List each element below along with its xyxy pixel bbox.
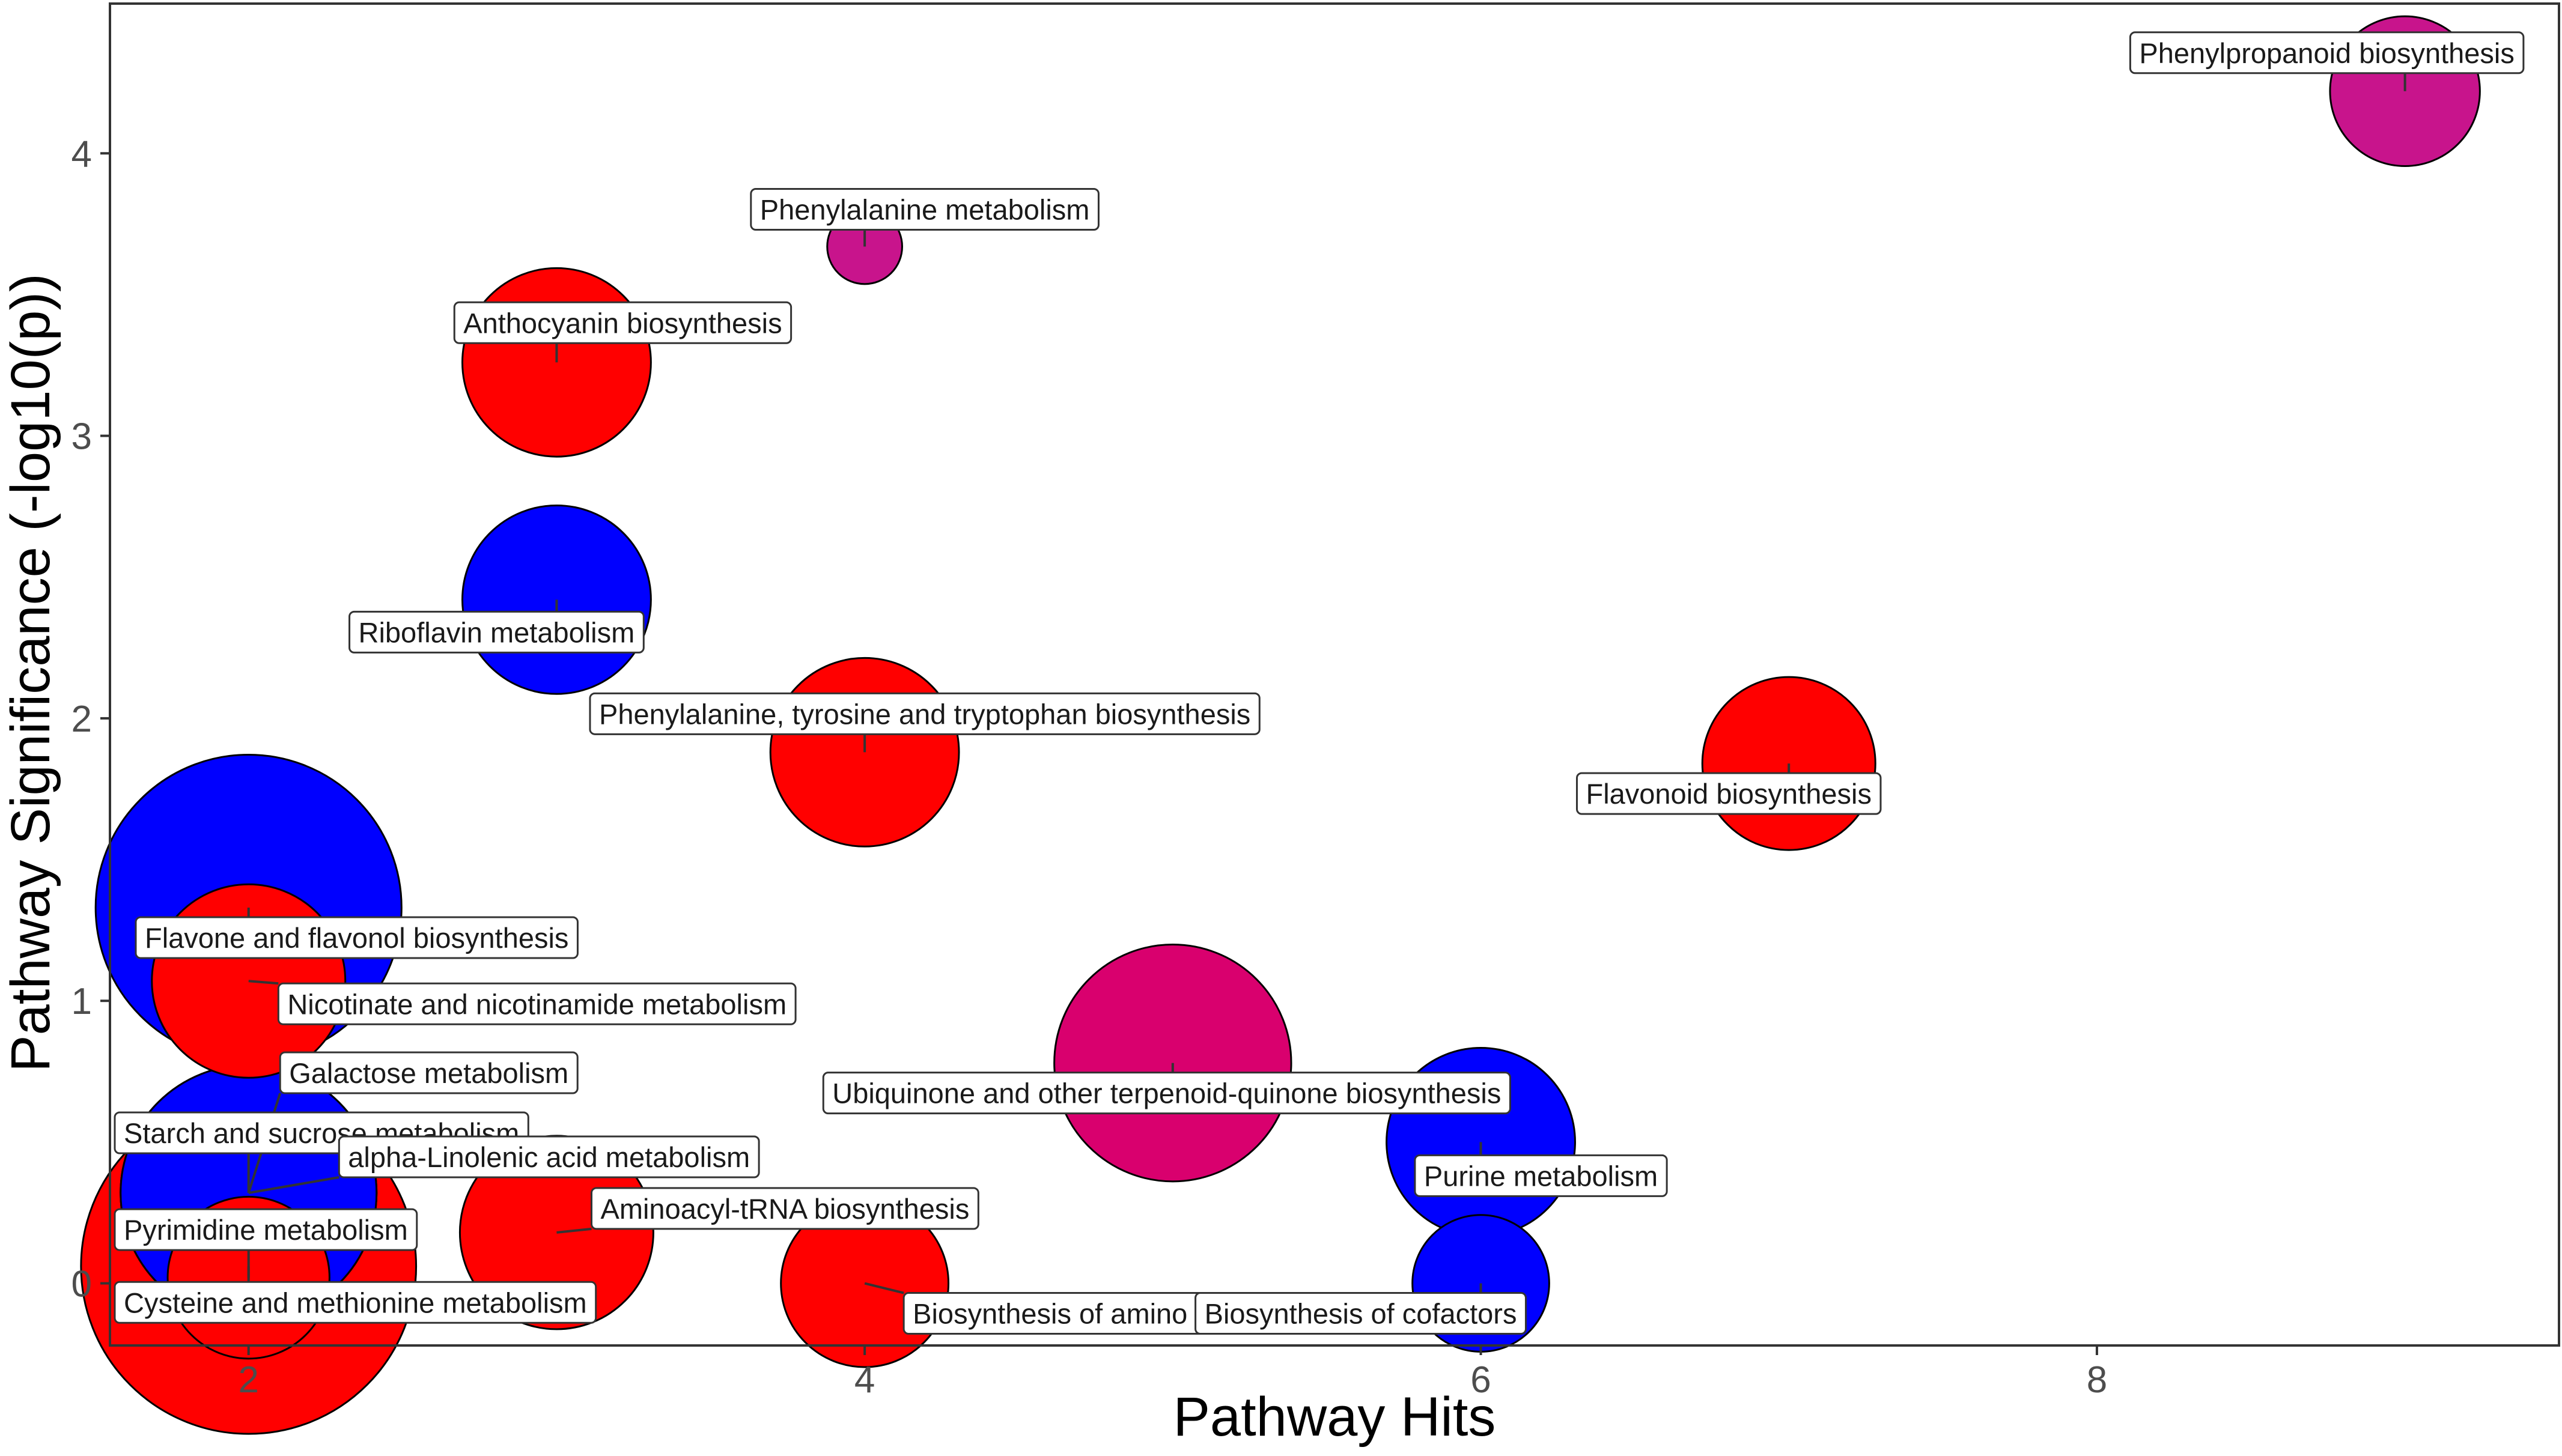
x-axis-title: Pathway Hits bbox=[1173, 1386, 1496, 1448]
callout-label: Flavonoid biosynthesis bbox=[1586, 778, 1872, 810]
callout-box bbox=[590, 1187, 979, 1230]
callout-galactose-metabolism: Galactose metabolism bbox=[279, 1051, 579, 1094]
y-tick-label: 0 bbox=[72, 1264, 92, 1305]
callout-box bbox=[277, 982, 797, 1025]
y-tick-label: 2 bbox=[72, 699, 92, 740]
callout-biosynthesis-of-cofactors: Biosynthesis of cofactors bbox=[1194, 1292, 1527, 1335]
callout-cysteine-and-methionine-metabolism: Cysteine and methionine metabolism bbox=[114, 1281, 597, 1324]
callout-box bbox=[589, 692, 1261, 735]
callout-box bbox=[1194, 1292, 1527, 1335]
callout-label: alpha-Linolenic acid metabolism bbox=[348, 1141, 750, 1173]
y-tick-label: 4 bbox=[72, 133, 92, 175]
callout-label: Anthocyanin biosynthesis bbox=[463, 307, 782, 339]
callout-box bbox=[338, 1135, 760, 1178]
callouts-layer: Phenylpropanoid biosynthesisPhenylalanin… bbox=[114, 31, 2525, 1335]
leader-line-biosynthesis-of-amino-acids bbox=[864, 1282, 904, 1294]
callout-flavonoid-biosynthesis: Flavonoid biosynthesis bbox=[1575, 772, 1882, 815]
y-tick-label: 3 bbox=[72, 416, 92, 458]
callout-label: Aminoacyl-tRNA biosynthesis bbox=[600, 1193, 969, 1225]
callout-phenylalanine-tyrosine-and-tryptophan-biosynthesis: Phenylalanine, tyrosine and tryptophan b… bbox=[589, 692, 1261, 735]
callout-box bbox=[1414, 1154, 1668, 1197]
callout-label: Riboflavin metabolism bbox=[359, 616, 635, 648]
callout-box bbox=[453, 301, 793, 344]
callout-box bbox=[114, 1281, 597, 1324]
callout-box bbox=[135, 916, 579, 959]
callout-box bbox=[750, 187, 1100, 231]
callout-purine-metabolism: Purine metabolism bbox=[1414, 1154, 1668, 1197]
x-tick-label: 2 bbox=[238, 1359, 258, 1401]
plot-panel-border bbox=[109, 2, 2560, 1347]
callout-box bbox=[2129, 31, 2525, 74]
callout-alpha-linolenic-acid-metabolism: alpha-Linolenic acid metabolism bbox=[338, 1135, 760, 1178]
leader-line-nicotinate-and-nicotinamide-metabolism bbox=[248, 980, 279, 985]
callout-aminoacyl-trna-biosynthesis: Aminoacyl-tRNA biosynthesis bbox=[590, 1187, 979, 1230]
callout-label: Galactose metabolism bbox=[289, 1057, 568, 1089]
callout-label: Purine metabolism bbox=[1424, 1160, 1658, 1192]
callout-ubiquinone-and-other-terpenoid-quinone-biosynthesis: Ubiquinone and other terpenoid-quinone b… bbox=[822, 1072, 1511, 1115]
callout-anthocyanin-biosynthesis: Anthocyanin biosynthesis bbox=[453, 301, 793, 344]
x-tick-label: 6 bbox=[1470, 1359, 1491, 1401]
leader-lines-layer bbox=[247, 73, 2406, 1294]
callout-label: Phenylpropanoid biosynthesis bbox=[2139, 37, 2514, 69]
callout-label: Pyrimidine metabolism bbox=[124, 1214, 408, 1246]
x-tick-label: 8 bbox=[2087, 1359, 2107, 1401]
callout-label: Biosynthesis of cofactors bbox=[1205, 1298, 1517, 1330]
callout-label: Cysteine and methionine metabolism bbox=[124, 1287, 587, 1318]
y-axis-title: Pathway Significance (-log10(p)) bbox=[0, 273, 61, 1072]
callout-box bbox=[1575, 772, 1882, 815]
callout-phenylalanine-metabolism: Phenylalanine metabolism bbox=[750, 187, 1100, 231]
callout-riboflavin-metabolism: Riboflavin metabolism bbox=[348, 610, 645, 654]
callout-label: Ubiquinone and other terpenoid-quinone b… bbox=[832, 1078, 1501, 1109]
callout-label: Phenylalanine, tyrosine and tryptophan b… bbox=[599, 698, 1250, 730]
callout-label: Phenylalanine metabolism bbox=[760, 193, 1090, 225]
callout-label: Nicotinate and nicotinamide metabolism bbox=[287, 988, 787, 1020]
callout-box bbox=[822, 1072, 1511, 1115]
callout-phenylpropanoid-biosynthesis: Phenylpropanoid biosynthesis bbox=[2129, 31, 2525, 74]
callout-flavone-and-flavonol-biosynthesis: Flavone and flavonol biosynthesis bbox=[135, 916, 579, 959]
y-tick-label: 1 bbox=[72, 981, 92, 1022]
callout-box bbox=[279, 1051, 579, 1094]
callout-nicotinate-and-nicotinamide-metabolism: Nicotinate and nicotinamide metabolism bbox=[277, 982, 797, 1025]
callout-pyrimidine-metabolism: Pyrimidine metabolism bbox=[114, 1208, 418, 1251]
callout-label: Flavone and flavonol biosynthesis bbox=[145, 922, 568, 954]
x-tick-label: 4 bbox=[854, 1359, 875, 1401]
leader-line-aminoacyl-trna-biosynthesis bbox=[556, 1227, 592, 1234]
leader-line-alpha-linolenic-acid-metabolism bbox=[248, 1176, 339, 1195]
callout-box bbox=[348, 610, 645, 654]
callout-box bbox=[114, 1208, 418, 1251]
axes-layer: 2 4 6 8 0 1 2 3 4 bbox=[72, 133, 2108, 1401]
